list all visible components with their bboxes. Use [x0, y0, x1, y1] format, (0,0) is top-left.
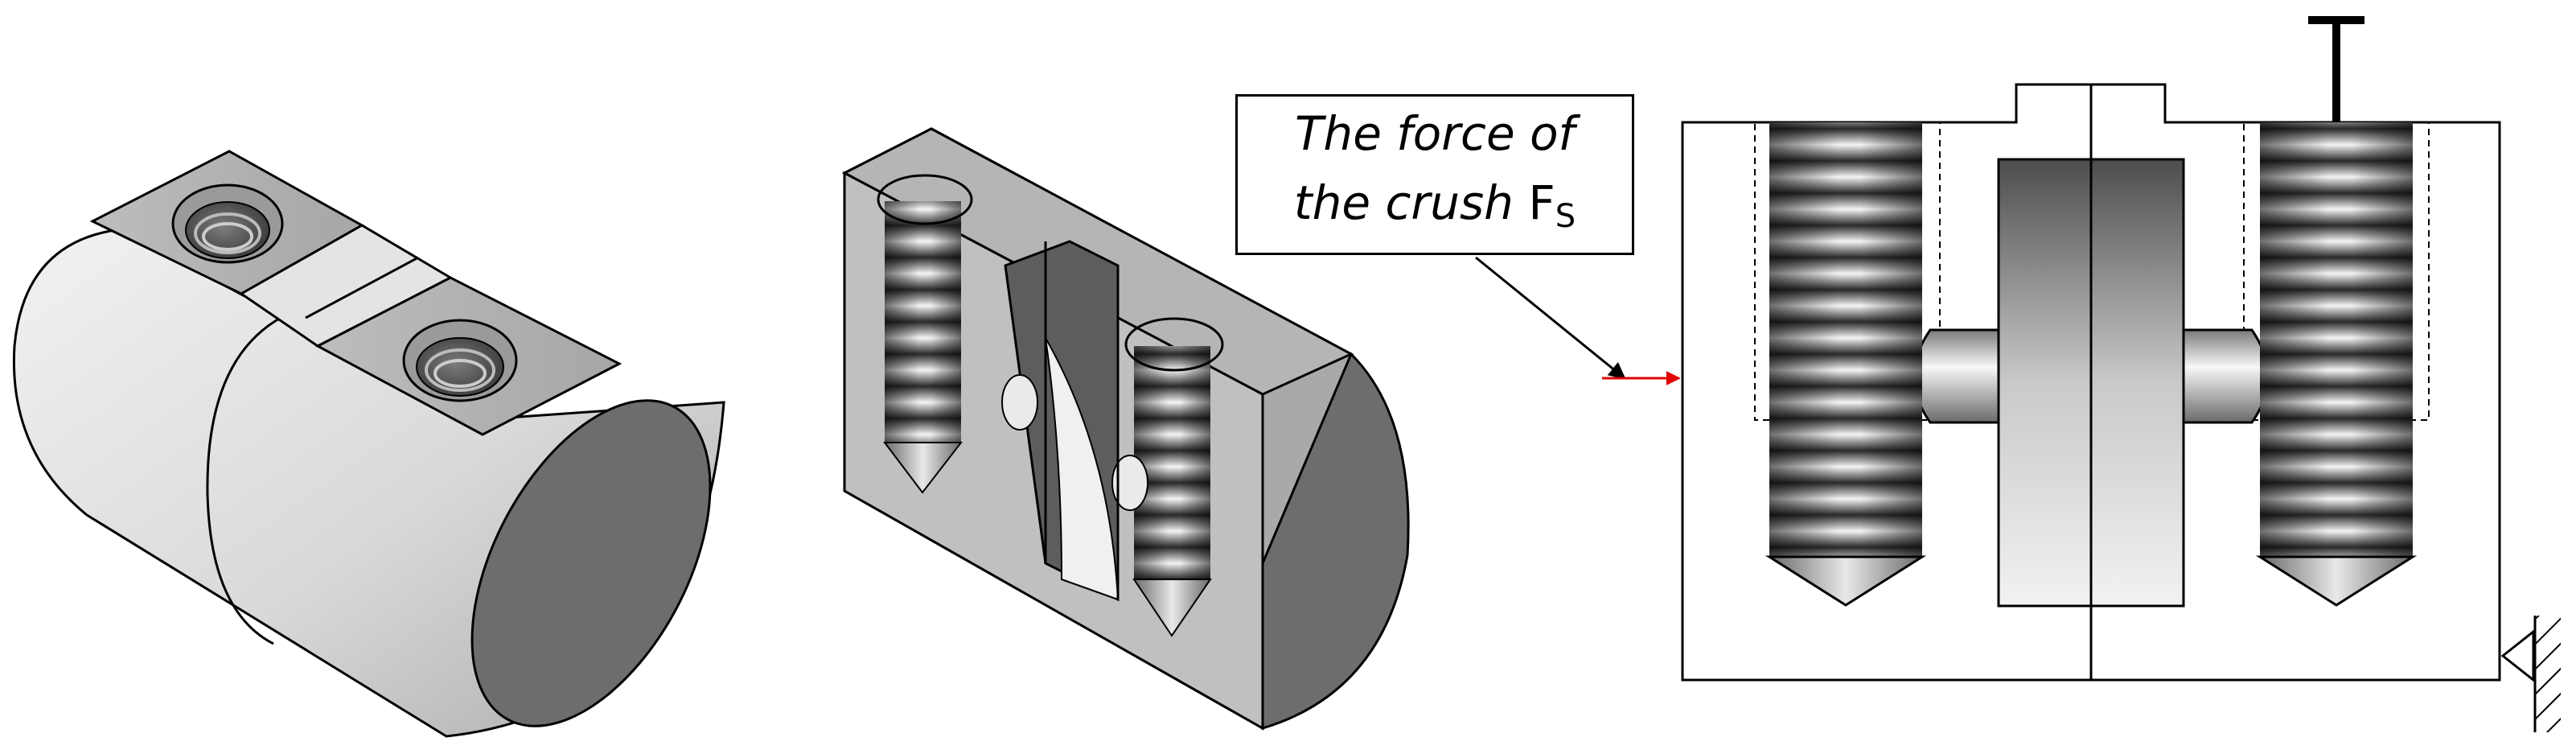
- force-callout-box: The force of the crush FS: [1235, 94, 1634, 255]
- callout-leader-line: [1475, 256, 1626, 380]
- section-end-face: [1261, 352, 1410, 731]
- coupling-section-view: [841, 127, 1410, 731]
- callout-line-1: The force of: [1295, 105, 1575, 161]
- schematic-pin-right: [2182, 328, 2270, 424]
- threaded-hole-left: [171, 183, 284, 264]
- threaded-hole-right: [402, 319, 518, 402]
- fixed-support: [2500, 616, 2561, 732]
- callout-line-2-text: the crush: [1293, 175, 1514, 230]
- schematic-screw-right: [2255, 122, 2418, 607]
- coupling-schematic-view: [1602, 16, 2561, 732]
- coupling-exterior-view: [12, 150, 725, 738]
- schematic-pin-left: [1912, 328, 2000, 424]
- coupling-split-line: [206, 308, 298, 645]
- schematic-screw-left: [1765, 122, 1927, 607]
- section-thread-bore-left: [877, 174, 973, 494]
- section-thread-bore-right: [1124, 317, 1224, 637]
- force-symbol-subscript: S: [1555, 197, 1576, 235]
- force-symbol: F: [1528, 175, 1555, 230]
- coupling-end-face: [470, 399, 712, 727]
- callout-line-2: the crush FS: [1294, 168, 1576, 251]
- coupling-clamp-slot: [239, 224, 454, 348]
